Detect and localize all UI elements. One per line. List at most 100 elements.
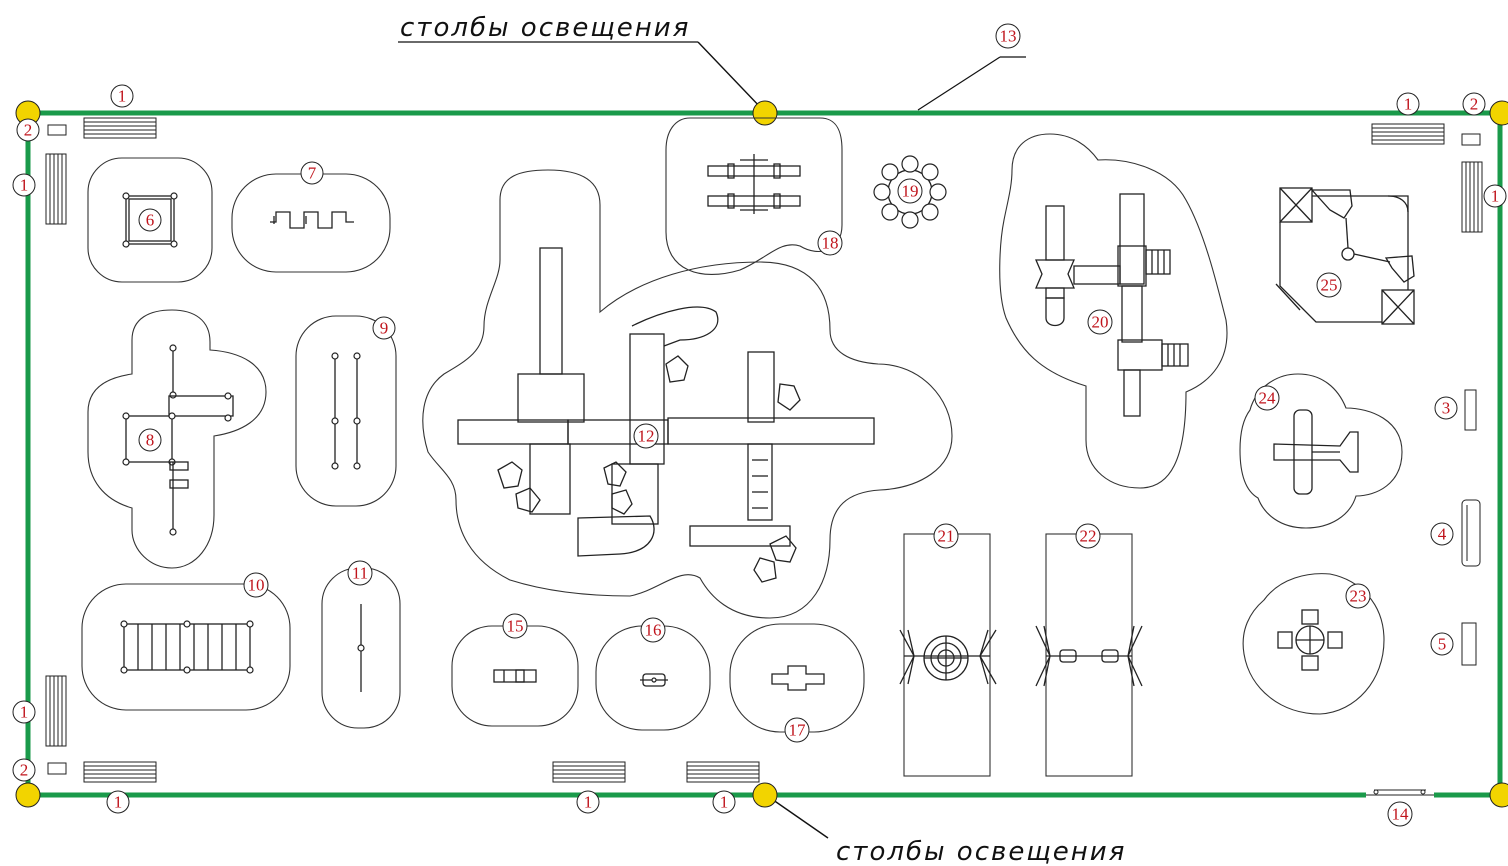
callout-5: 5: [1430, 632, 1454, 656]
callout-23-text: 23: [1350, 587, 1367, 606]
callout-21-text: 21: [938, 527, 955, 546]
callout-23: 23: [1345, 583, 1371, 609]
horizontal-ladder: [120, 620, 254, 674]
lamp-post: [752, 100, 778, 126]
bench: [45, 675, 67, 747]
callout-10-text: 10: [248, 576, 265, 595]
stand-4: [1461, 499, 1481, 567]
lamp-post: [15, 782, 41, 808]
callout-16-text: 16: [645, 621, 662, 640]
stand-3: [1464, 389, 1477, 431]
callout-1: 1: [712, 790, 736, 814]
balance-beam: [493, 669, 537, 683]
callout-2-text: 2: [20, 761, 29, 780]
safety-zones: [81, 117, 1403, 777]
callout-18: 18: [817, 230, 843, 256]
tower-complex: [1035, 193, 1189, 417]
callout-12-text: 12: [638, 427, 655, 446]
callout-1-text: 1: [20, 703, 29, 722]
callout-15-text: 15: [507, 617, 524, 636]
callout-2: 2: [16, 118, 40, 142]
callout-4-text: 4: [1438, 525, 1447, 544]
callout-14-text: 14: [1392, 805, 1410, 824]
fence: [25, 110, 1503, 798]
bench: [1371, 123, 1445, 145]
callout-1-text: 1: [1404, 95, 1413, 114]
callout-1: 1: [12, 173, 36, 197]
bench: [83, 761, 157, 783]
callout-9: 9: [372, 316, 396, 340]
callout-14: 14: [1387, 801, 1413, 827]
callout-9-text: 9: [380, 319, 389, 338]
bin: [1461, 133, 1481, 146]
corner-complex: [1275, 187, 1415, 325]
lamp-caption-bottom: столбы освещения: [765, 794, 1126, 866]
spring-rocker: [640, 673, 668, 687]
callout-6-text: 6: [146, 211, 155, 230]
callout-16: 16: [640, 617, 666, 643]
sandbox: [122, 192, 178, 248]
callout-10: 10: [243, 572, 269, 598]
callout-1: 1: [1396, 92, 1420, 116]
callout-1-text: 1: [584, 793, 593, 812]
bin: [47, 124, 67, 136]
callout-17-text: 17: [789, 721, 807, 740]
callout-20: 20: [1087, 309, 1113, 335]
callout-12: 12: [633, 423, 659, 449]
play-complex: [457, 247, 875, 583]
bins: [47, 124, 1481, 775]
callout-17: 17: [784, 717, 810, 743]
callout-22: 22: [1075, 523, 1101, 549]
info-stands: [1461, 389, 1481, 666]
lamp-post: [1489, 100, 1508, 126]
entrance-gate: [1366, 789, 1434, 796]
bench: [45, 153, 67, 225]
bench: [83, 117, 157, 139]
callout-8: 8: [138, 428, 162, 452]
climbing-complex: [122, 344, 234, 536]
callout-1: 1: [12, 700, 36, 724]
callout-5-text: 5: [1438, 635, 1447, 654]
callout-13: 13: [995, 23, 1021, 49]
benches: [45, 117, 1483, 783]
single-bar: [357, 604, 365, 692]
callout-15: 15: [502, 613, 528, 639]
callout-2-text: 2: [1470, 95, 1479, 114]
cross-balancer: [771, 665, 825, 691]
callout-19-text: 19: [902, 182, 919, 201]
double-swing: [1035, 625, 1143, 687]
callout-13-text: 13: [1000, 27, 1017, 46]
callouts: 1 1 1 1 1 1 1 1 2 2 2 3 4 5 6 7 8 9 10 1…: [12, 23, 1507, 827]
picnic-table: [1277, 609, 1343, 671]
callout-4: 4: [1430, 522, 1454, 546]
callout-18-text: 18: [822, 234, 839, 253]
callout-3: 3: [1434, 396, 1458, 420]
callout-24: 24: [1254, 385, 1280, 411]
callout-1-text: 1: [114, 793, 123, 812]
callout-2: 2: [1462, 92, 1486, 116]
callout-11: 11: [347, 560, 373, 586]
callout-25-text: 25: [1321, 276, 1338, 295]
callout-6: 6: [138, 208, 162, 232]
fence-leader: [917, 56, 1026, 111]
callout-1: 1: [106, 790, 130, 814]
callout-1-text: 1: [20, 176, 29, 195]
wave-bars: [270, 211, 354, 229]
callout-1: 1: [110, 84, 134, 108]
callout-1-text: 1: [1491, 187, 1500, 206]
callout-11-text: 11: [352, 564, 368, 583]
lamp-post: [1489, 782, 1508, 808]
callout-1-text: 1: [720, 793, 729, 812]
carousel: [873, 155, 947, 229]
callout-8-text: 8: [146, 431, 155, 450]
plane-rocker: [1273, 409, 1359, 495]
callout-25: 25: [1316, 272, 1342, 298]
lamp-caption-bottom-text: столбы освещения: [836, 837, 1126, 866]
callout-19: 19: [897, 178, 923, 204]
lamp-caption-top: столбы освещения: [398, 13, 764, 111]
callout-22-text: 22: [1080, 527, 1097, 546]
callout-3-text: 3: [1442, 399, 1451, 418]
callout-24-text: 24: [1259, 389, 1277, 408]
bin: [47, 762, 67, 775]
bench: [686, 761, 760, 783]
